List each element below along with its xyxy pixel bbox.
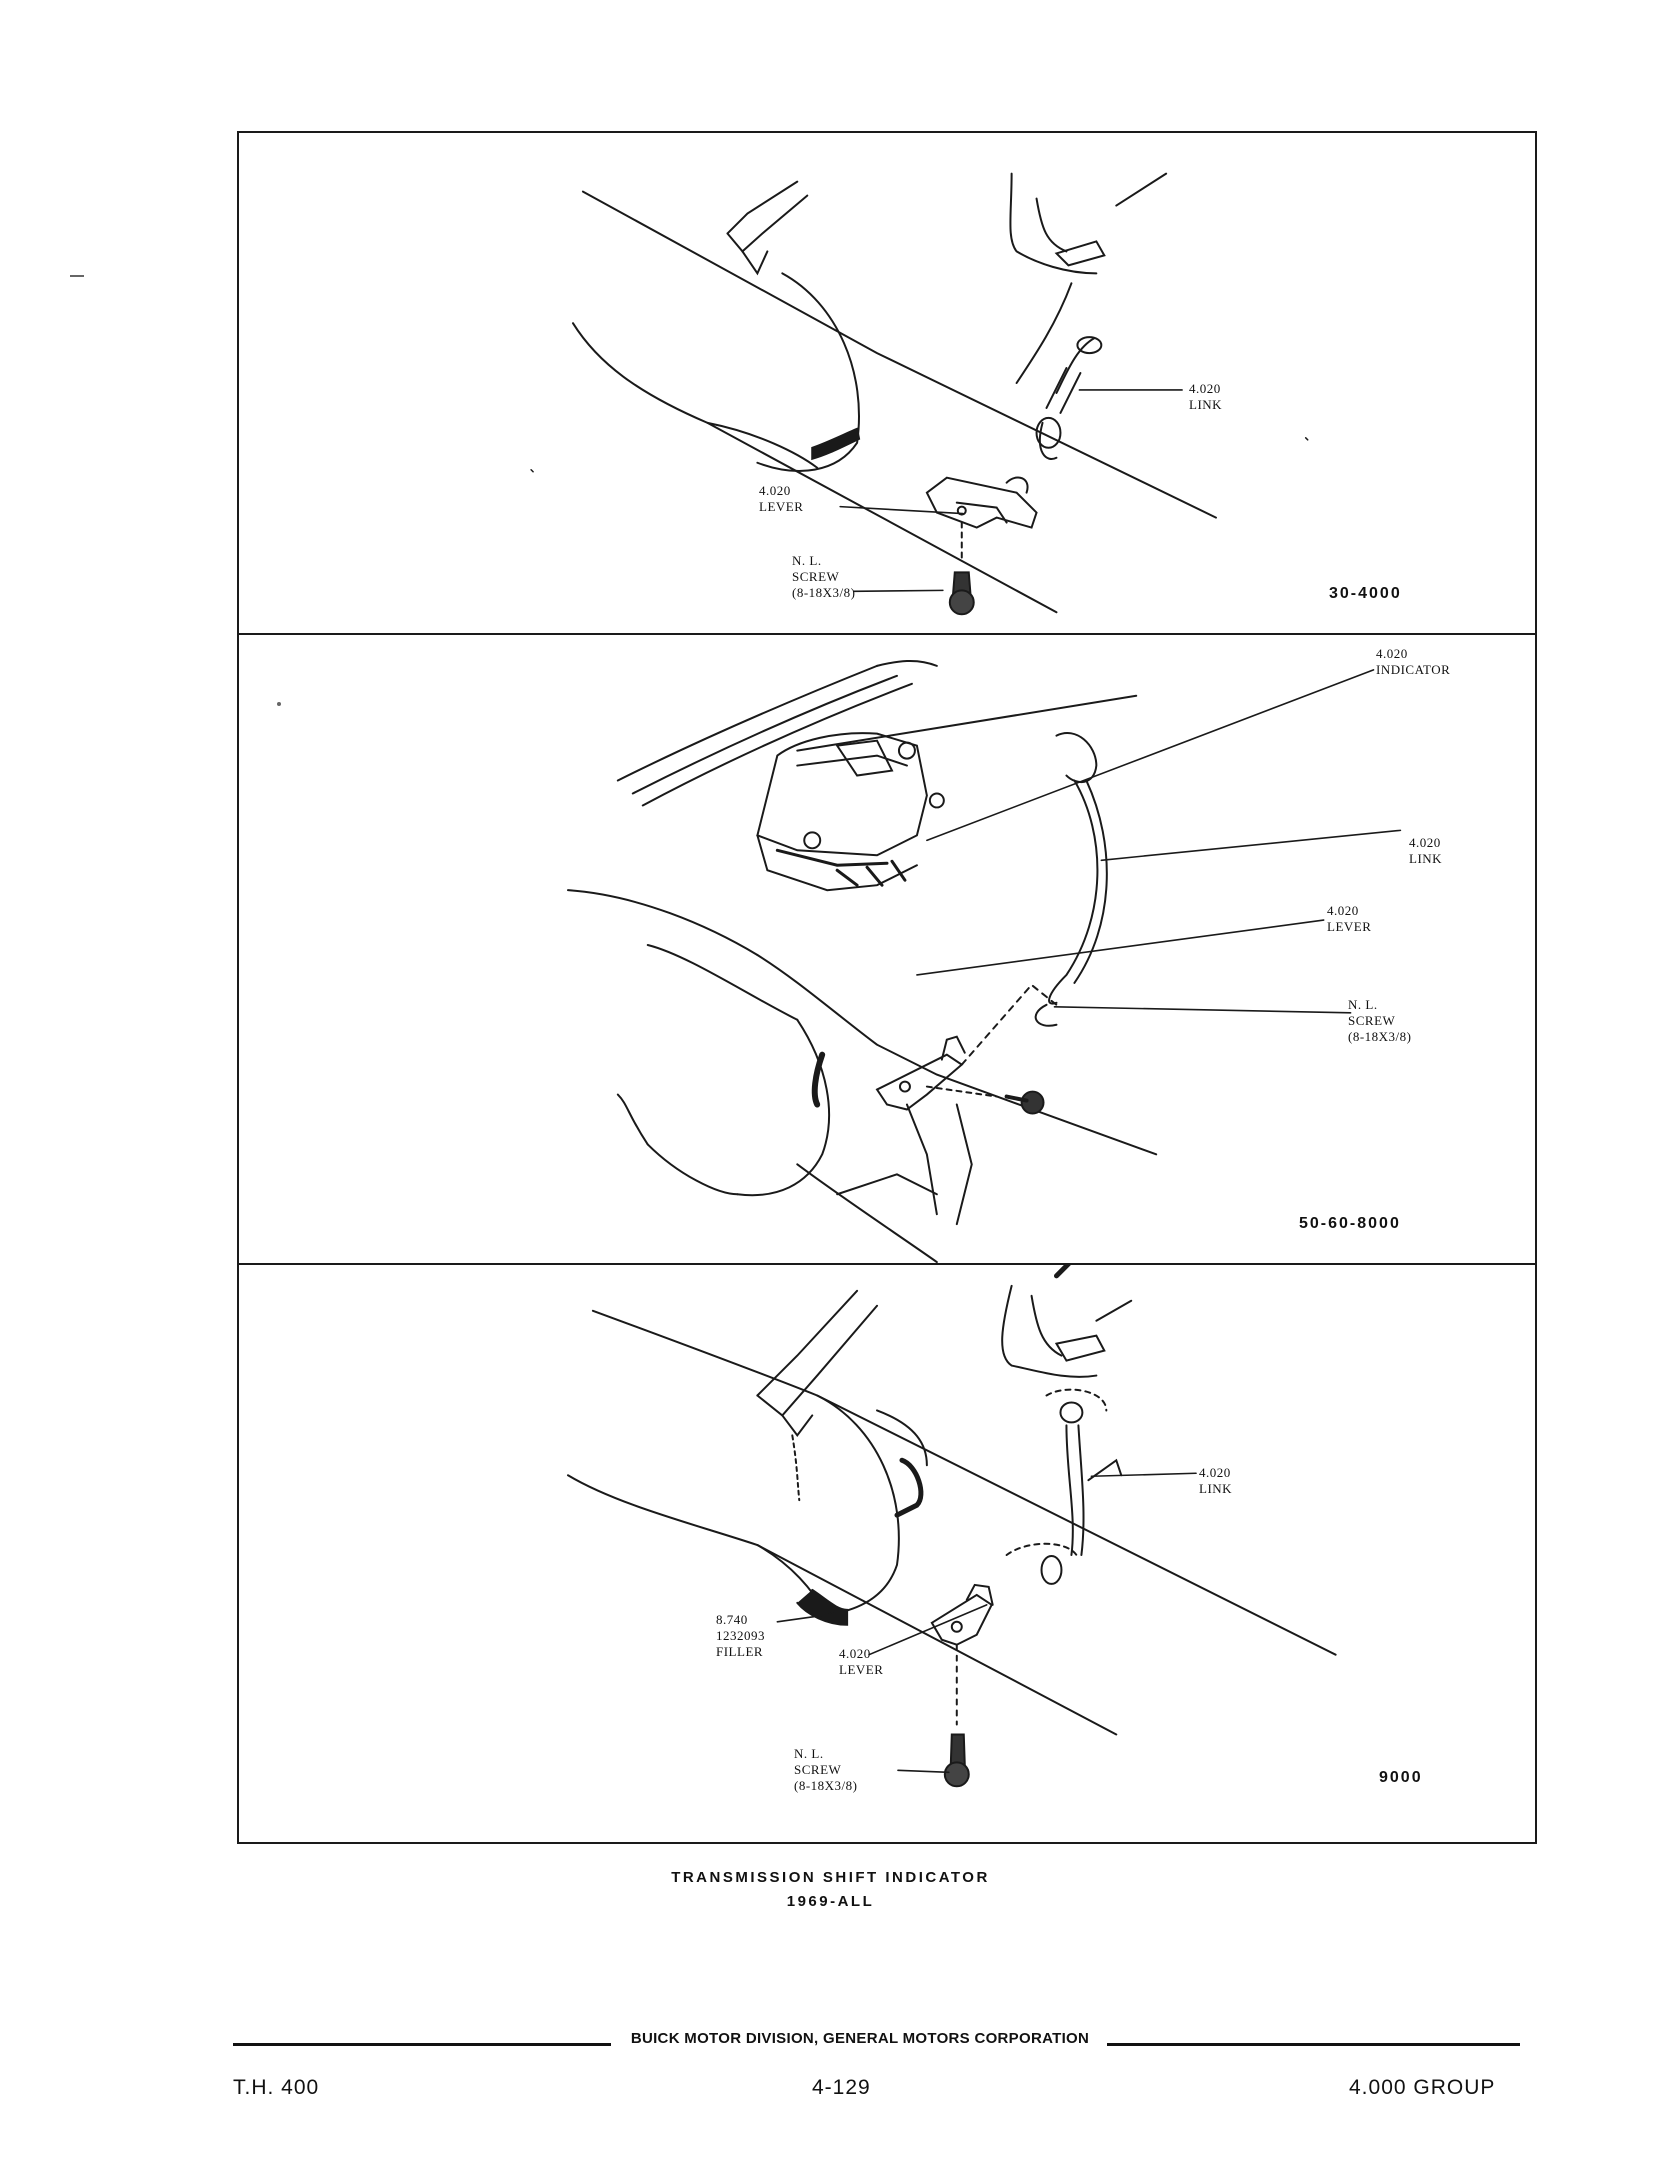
figure-code: 9000 [1379, 1769, 1423, 1786]
callout-screw: N. L. SCREW (8-18x3/8) [794, 1746, 858, 1793]
steering-column-illustration-1 [530, 172, 1309, 616]
steering-column-illustration-2 [566, 660, 1402, 1263]
footer-division: BUICK MOTOR DIVISION, GENERAL MOTORS COR… [630, 2030, 1090, 2047]
callout-screw: N. L. SCREW (8-18x3/8) [792, 553, 856, 600]
page-number: 4-129 [812, 2076, 871, 2099]
figure-panel-2: 4.020 INDICATOR 4.020 LINK 4.020 LEVER N… [239, 635, 1535, 1263]
callout-link: 4.020 LINK [1189, 381, 1223, 412]
steering-column-illustration-3 [566, 1265, 1337, 1788]
callout-screw: N. L. SCREW (8-18x3/8) [1348, 997, 1412, 1044]
figure-panel-1: 4.020 LINK 4.020 LEVER N. L. SCREW (8-18… [239, 133, 1535, 633]
callout-filler: 8.740 1232093 FILLER [716, 1612, 765, 1659]
figure-code: 30-4000 [1329, 585, 1402, 602]
callout-lever: 4.020 LEVER [839, 1646, 884, 1677]
panel-divider [239, 633, 1535, 635]
footer-rule-left [233, 2043, 611, 2046]
footer-right: 4.000 GROUP [1349, 2076, 1496, 2099]
caption-title: TRANSMISSION SHIFT INDICATOR [671, 1869, 990, 1886]
caption-subtitle: 1969-ALL [786, 1893, 875, 1910]
figure-code: 50-60-8000 [1299, 1215, 1401, 1232]
callout-link: 4.020 LINK [1409, 835, 1443, 866]
callout-link: 4.020 LINK [1199, 1465, 1233, 1496]
figure-panel-3: 4.020 LINK 8.740 1232093 FILLER 4.020 LE… [239, 1265, 1535, 1844]
figure-frame: 4.020 LINK 4.020 LEVER N. L. SCREW (8-18… [237, 131, 1537, 1844]
callout-lever: 4.020 LEVER [1327, 903, 1372, 934]
scan-mark [277, 702, 281, 706]
callout-lever: 4.020 LEVER [759, 483, 804, 514]
panel-divider [239, 1263, 1535, 1265]
callout-indicator: 4.020 INDICATOR [1376, 646, 1451, 677]
footer-rule-right [1107, 2043, 1520, 2046]
footer-left: T.H. 400 [233, 2076, 320, 2099]
scan-mark [70, 275, 84, 277]
